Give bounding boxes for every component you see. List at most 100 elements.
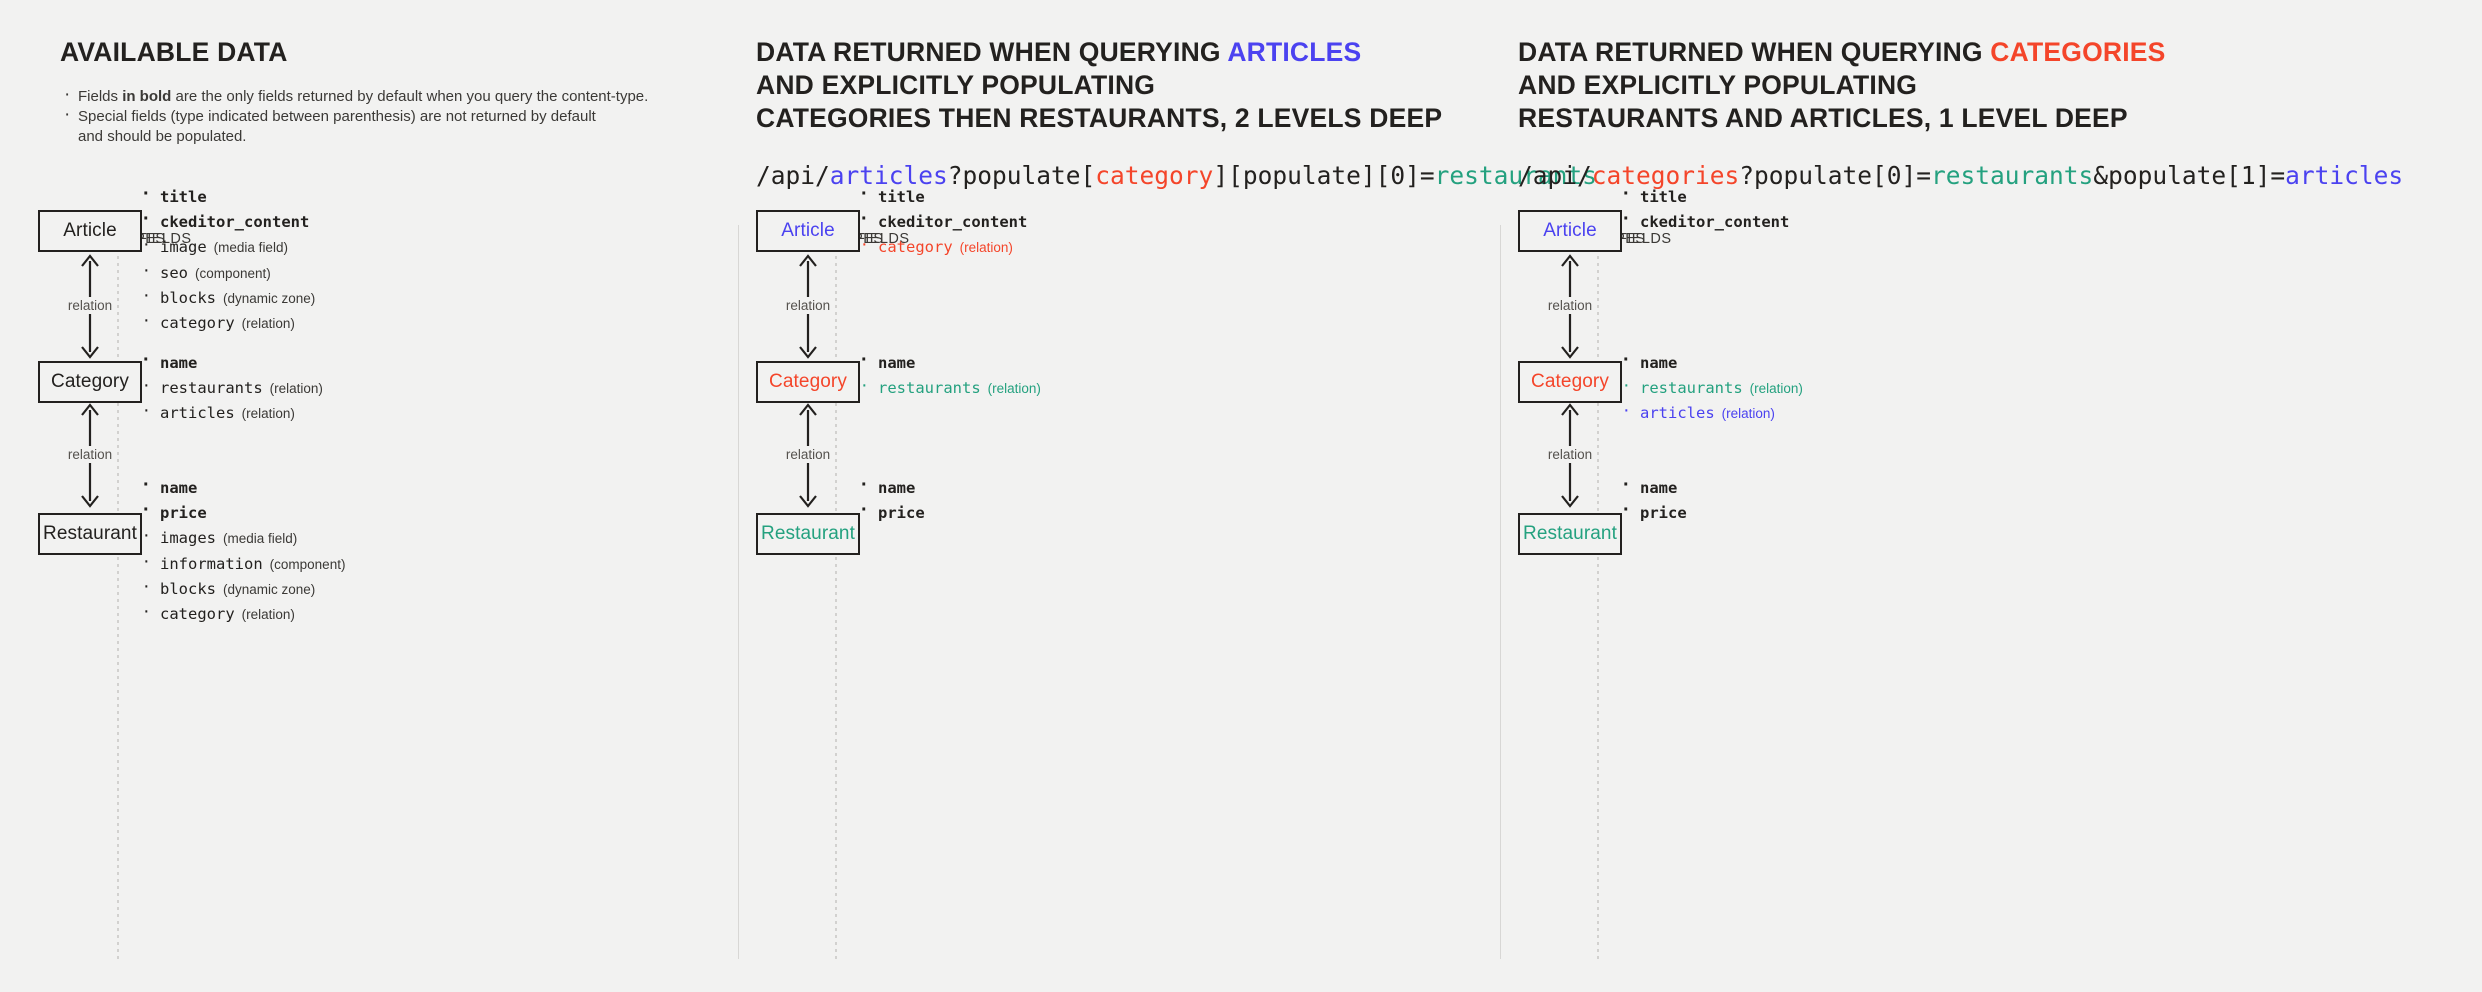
field-name: price	[878, 504, 925, 523]
api-url: /api/categories?populate[0]=restaurants&…	[1518, 135, 2403, 191]
field-name: ckeditor_content	[878, 213, 1028, 232]
title-segment-1: ARTICLES	[1227, 37, 1362, 67]
field-item: image (media field)	[138, 232, 315, 260]
field-item: images(media field)	[138, 523, 345, 551]
panel-header: AVAILABLE DATA Fields in bold are the onl…	[60, 0, 648, 147]
field-type-note: (relation)	[241, 316, 295, 332]
field-type-note: (dynamic zone)	[223, 581, 316, 597]
entity-box-restaurant[interactable]: Restaurant	[1518, 513, 1622, 555]
entity-box-category[interactable]: Category	[756, 361, 860, 403]
panel-separator	[738, 225, 739, 959]
panel-separator	[1500, 225, 1501, 959]
title-segment-0: AVAILABLE DATA	[60, 37, 288, 67]
field-item: name	[138, 348, 323, 376]
api-url: /api/articles?populate[category][populat…	[756, 135, 1597, 191]
field-name: name	[878, 354, 916, 372]
field-name: articles	[1640, 404, 1715, 423]
field-item: category (relation)	[138, 308, 315, 336]
panel-notes: Fields in bold are the only fields retur…	[60, 69, 648, 147]
relation-label: relation	[780, 296, 836, 314]
field-item: ckeditor_content	[138, 207, 315, 235]
field-type-note: (relation)	[1721, 406, 1775, 422]
field-name: ckeditor_content	[160, 213, 310, 232]
field-name: restaurants	[878, 379, 981, 398]
title-segment-0: DATA RETURNED WHEN QUERYING	[756, 37, 1228, 67]
field-name: category	[160, 605, 235, 624]
field-item: articles (relation)	[1618, 398, 1803, 426]
field-type-note: (relation)	[241, 406, 295, 422]
relation-label: relation	[1542, 445, 1598, 463]
note-item: Fields in bold are the only fields retur…	[60, 85, 648, 107]
field-item: ckeditor_content	[856, 207, 1028, 235]
field-name: category	[160, 314, 235, 333]
relation-connector: relation	[62, 252, 118, 361]
field-name: ckeditor_content	[1640, 213, 1790, 232]
relation-connector: relation	[780, 252, 836, 361]
field-list-category: name restaurants (relation)	[856, 348, 1041, 401]
field-type-note: (component)	[269, 556, 346, 572]
field-item: category(relation)	[856, 232, 1027, 260]
note-item: Special fields (type indicated between p…	[60, 105, 648, 147]
field-list-restaurant: namepriceimages(media field) information (…	[138, 473, 346, 627]
entity-box-restaurant[interactable]: Restaurant	[756, 513, 860, 555]
relation-connector: relation	[62, 401, 118, 510]
field-name: restaurants	[160, 379, 263, 398]
field-item: information (component)	[138, 549, 346, 577]
field-item: price	[138, 498, 345, 526]
api-segment-0: /api/	[1518, 161, 1592, 190]
field-type-note: (dynamic zone)	[223, 290, 316, 306]
field-list-restaurant: name price	[856, 473, 925, 526]
entity-box-category[interactable]: Category	[1518, 361, 1622, 403]
field-type-note: (relation)	[241, 607, 295, 623]
title-segment-0: DATA RETURNED WHEN QUERYING	[1518, 37, 1991, 67]
field-item: name	[138, 473, 345, 501]
panel-title: AVAILABLE DATA	[60, 0, 648, 69]
relation-connector: relation	[1542, 252, 1598, 361]
entity-box-article[interactable]: Article	[38, 210, 142, 252]
field-name: title	[160, 188, 207, 206]
field-item: name	[1618, 473, 1687, 501]
field-item: articles (relation)	[138, 398, 323, 426]
entity-box-category[interactable]: Category	[38, 361, 142, 403]
field-name: title	[1640, 188, 1687, 206]
column-dotted-divider	[835, 228, 837, 960]
field-item: category (relation)	[138, 599, 345, 627]
relation-label: relation	[780, 445, 836, 463]
field-type-note: (media field)	[223, 531, 298, 547]
field-item: name	[1618, 348, 1803, 376]
field-name: articles	[160, 404, 235, 423]
api-segment-4: &populate[1]=	[2093, 161, 2286, 190]
field-name: name	[878, 479, 916, 497]
field-name: information	[160, 554, 263, 573]
relation-label: relation	[62, 445, 118, 463]
api-segment-5: restaurants	[1434, 161, 1597, 190]
relation-label: relation	[1542, 296, 1598, 314]
field-list-article: title ckeditor_content	[1618, 182, 1790, 235]
field-name: image	[160, 238, 207, 257]
api-segment-4: ][populate][0]=	[1213, 161, 1435, 190]
entity-box-article[interactable]: Article	[756, 210, 860, 252]
field-name: category	[878, 238, 953, 257]
entity-box-restaurant[interactable]: Restaurant	[38, 513, 142, 555]
field-item: blocks(dynamic zone)	[138, 283, 316, 311]
field-item: title	[138, 182, 315, 210]
field-type-note: (relation)	[987, 381, 1041, 397]
field-type-note: (component)	[195, 265, 271, 281]
field-item: restaurants (relation)	[856, 373, 1041, 401]
field-name: restaurants	[1640, 379, 1743, 398]
api-segment-0: /api/	[756, 161, 830, 190]
field-item: name	[856, 473, 925, 501]
column-dotted-divider	[117, 228, 119, 960]
field-type-note: (media field)	[213, 240, 288, 256]
field-item: blocks(dynamic zone)	[138, 574, 345, 602]
field-item: name	[856, 348, 1041, 376]
relation-connector: relation	[1542, 401, 1598, 510]
entity-box-article[interactable]: Article	[1518, 210, 1622, 252]
api-segment-5: articles	[2285, 161, 2404, 190]
